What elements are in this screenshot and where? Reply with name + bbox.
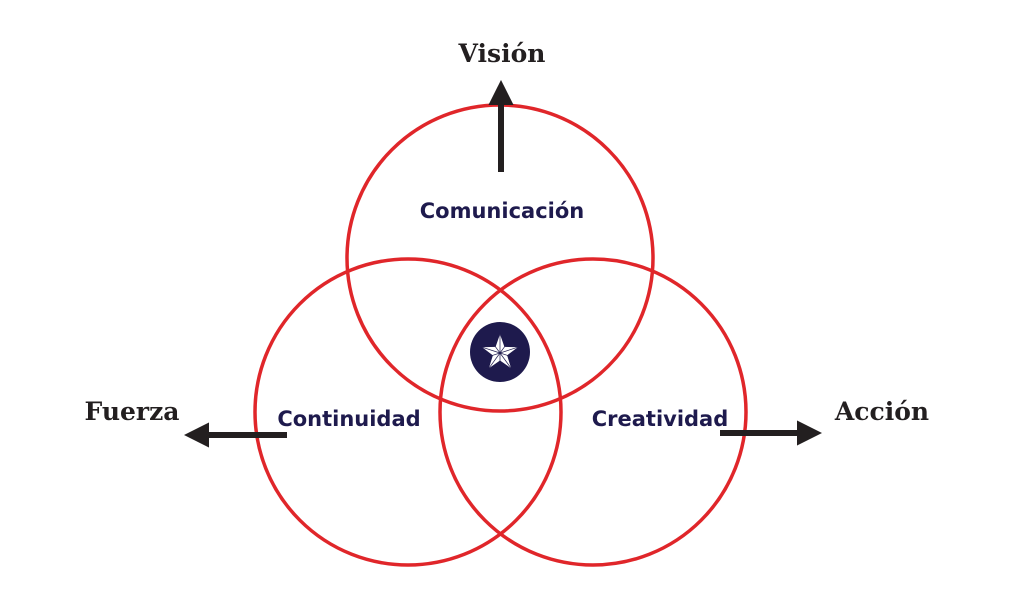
star-facet-line [492,352,501,356]
star-facet-line [499,346,505,354]
center-badge [470,322,530,382]
star-facet-line [499,352,513,370]
star-icon [479,331,521,371]
circle-label-left: Continuidad [277,407,420,431]
star-facet-line [499,346,520,354]
circle-right [438,257,748,567]
circle-label-right: Creatividad [592,407,729,431]
direction-label-left: Fuerza [85,397,180,426]
circle-left [253,257,563,567]
star-facet-line [480,346,501,354]
star-facet-line [487,352,501,370]
circle-label-top: Comunicación [420,199,584,223]
direction-label-right: Acción [834,397,929,426]
direction-label-up: Visión [458,39,546,68]
star-facet-line [499,352,508,356]
star-facet-line [495,346,501,354]
